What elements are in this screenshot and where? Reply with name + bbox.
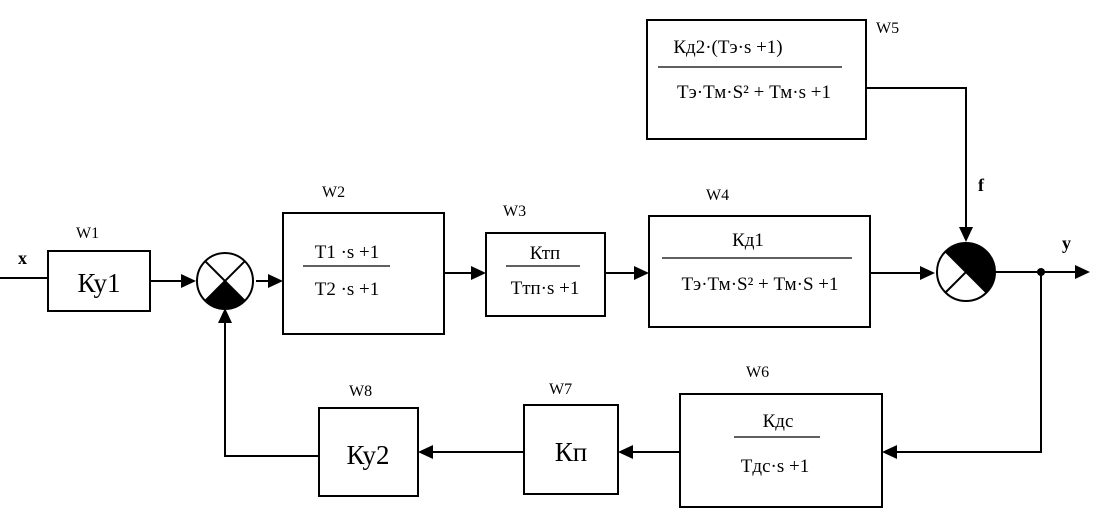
block-w6-label: W6 bbox=[746, 364, 769, 381]
block-w5: W5 Кд2·(Тэ·s +1) Тэ·Тм·S² + Тм·s +1 bbox=[646, 19, 899, 140]
block-w7: W7 Кп bbox=[523, 381, 619, 495]
block-w5-box bbox=[646, 19, 867, 140]
summing-junction-1 bbox=[196, 252, 254, 310]
block-w1-gain: Ку1 bbox=[78, 268, 121, 298]
block-w4: W4 Кд1 Тэ·Тм·S² + Тм·S +1 bbox=[648, 187, 871, 328]
sum1-negative-sector bbox=[205, 281, 245, 310]
arrowhead-sum1-feedback bbox=[218, 308, 232, 323]
block-w1: W1 Ку1 bbox=[47, 225, 151, 312]
block-w8: W8 Ку2 bbox=[318, 383, 419, 497]
arrowhead-w3-in bbox=[471, 266, 486, 280]
arrowheads bbox=[181, 227, 1090, 459]
block-w2-denominator: T2 ·s +1 bbox=[315, 279, 380, 300]
sum2-top-sector bbox=[945, 243, 987, 272]
block-w2-numerator: T1 ·s +1 bbox=[315, 242, 380, 263]
arrowhead-w7-in bbox=[618, 445, 633, 459]
arrowhead-sum2-in bbox=[920, 266, 935, 280]
block-w6-numerator: Кдс bbox=[763, 411, 794, 432]
wire-w5-sum2 bbox=[866, 87, 967, 230]
block-w3-box bbox=[485, 232, 606, 317]
output-label-y: y bbox=[1062, 233, 1071, 253]
block-w4-label: W4 bbox=[706, 187, 729, 204]
block-w5-label: W5 bbox=[876, 20, 899, 37]
block-w3-denominator: Tтп·s +1 bbox=[511, 278, 580, 299]
block-w1-label: W1 bbox=[76, 225, 99, 242]
block-w5-denominator: Тэ·Тм·S² + Тм·s +1 bbox=[677, 82, 831, 103]
block-w2-label: W2 bbox=[322, 184, 345, 201]
arrowhead-w2-in bbox=[268, 274, 283, 288]
input-label-x: x bbox=[18, 248, 27, 268]
wire-w8-sum1 bbox=[224, 322, 319, 457]
block-w8-label: W8 bbox=[349, 383, 372, 400]
block-w3: W3 Ктп Tтп·s +1 bbox=[485, 203, 606, 317]
block-w2: W2 T1 ·s +1 T2 ·s +1 bbox=[282, 184, 445, 335]
summing-junction-2 bbox=[936, 242, 996, 302]
block-w1-box bbox=[47, 250, 151, 312]
block-w7-box bbox=[523, 404, 619, 495]
arrowhead-sum1-in bbox=[181, 274, 196, 288]
block-w4-denominator: Тэ·Тм·S² + Тм·S +1 bbox=[681, 274, 838, 295]
block-w4-numerator: Кд1 bbox=[732, 230, 764, 251]
feedback-wire-w6 bbox=[896, 272, 1042, 453]
disturbance-label-f: f bbox=[978, 175, 985, 195]
block-w8-gain: Ку2 bbox=[347, 440, 390, 470]
block-w8-box bbox=[318, 407, 419, 497]
wires bbox=[0, 87, 1076, 457]
arrowhead-w4-in bbox=[634, 266, 649, 280]
block-w3-label: W3 bbox=[503, 203, 526, 220]
block-w7-label: W7 bbox=[549, 381, 572, 398]
block-w6-denominator: Тдс·s +1 bbox=[741, 456, 809, 477]
block-w4-box bbox=[648, 215, 871, 328]
block-w7-gain: Кп bbox=[555, 437, 587, 467]
block-w3-numerator: Ктп bbox=[530, 243, 560, 264]
arrowhead-f-in bbox=[959, 227, 973, 242]
arrowhead-output bbox=[1075, 265, 1090, 279]
block-w6: W6 Кдс Тдс·s +1 bbox=[679, 364, 883, 508]
block-w2-box bbox=[282, 212, 445, 335]
branch-node bbox=[1037, 268, 1045, 276]
block-w5-numerator: Кд2·(Тэ·s +1) bbox=[673, 37, 782, 58]
sum2-right-sector bbox=[966, 251, 995, 293]
block-w6-box bbox=[679, 393, 883, 508]
arrowhead-w6-in bbox=[882, 445, 897, 459]
arrowhead-w8-in bbox=[418, 445, 433, 459]
